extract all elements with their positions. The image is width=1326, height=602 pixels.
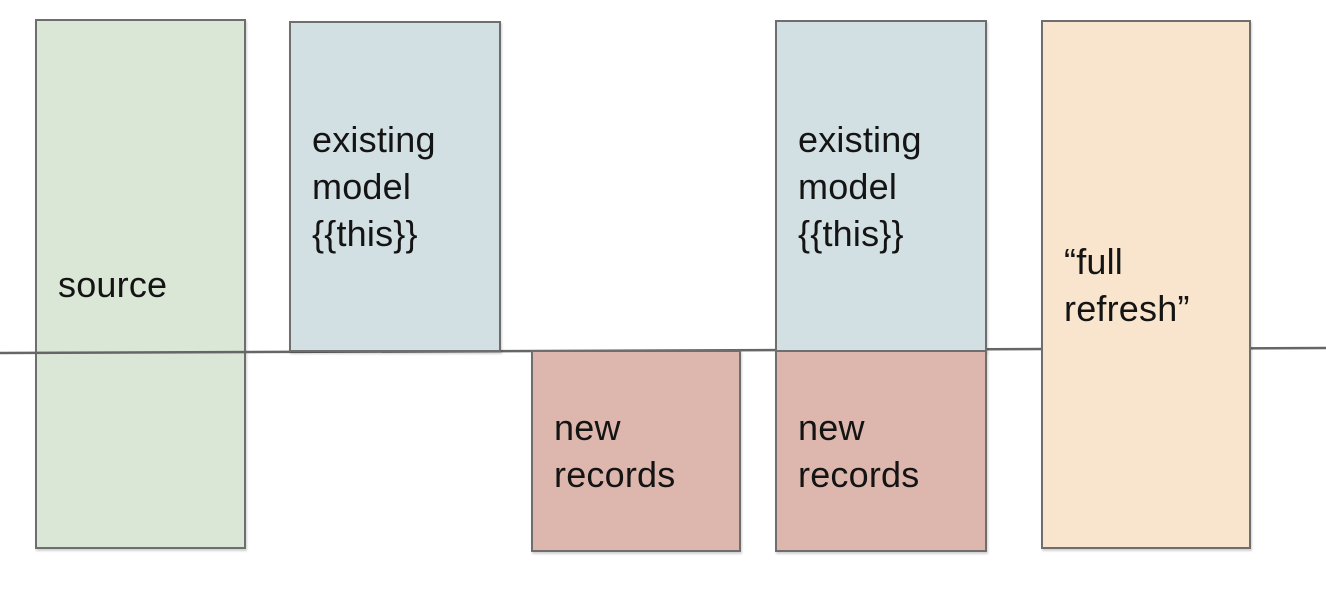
new-records-box-2: new records <box>775 350 987 552</box>
existing-model-box-1: existing model {{this}} <box>289 21 501 352</box>
full-refresh-box-label: “full refresh” <box>1064 240 1190 329</box>
new-records-box-2-label: new records <box>798 407 920 495</box>
existing-model-box-1-label: existing model {{this}} <box>312 119 436 254</box>
source-box: source <box>35 19 246 549</box>
existing-model-box-2-label: existing model {{this}} <box>798 118 922 254</box>
existing-model-box-2: existing model {{this}} <box>775 20 987 352</box>
new-records-box-1-label: new records <box>554 407 676 495</box>
new-records-box-1: new records <box>531 350 741 552</box>
full-refresh-box: “full refresh” <box>1041 20 1251 549</box>
source-box-label: source <box>58 263 168 305</box>
